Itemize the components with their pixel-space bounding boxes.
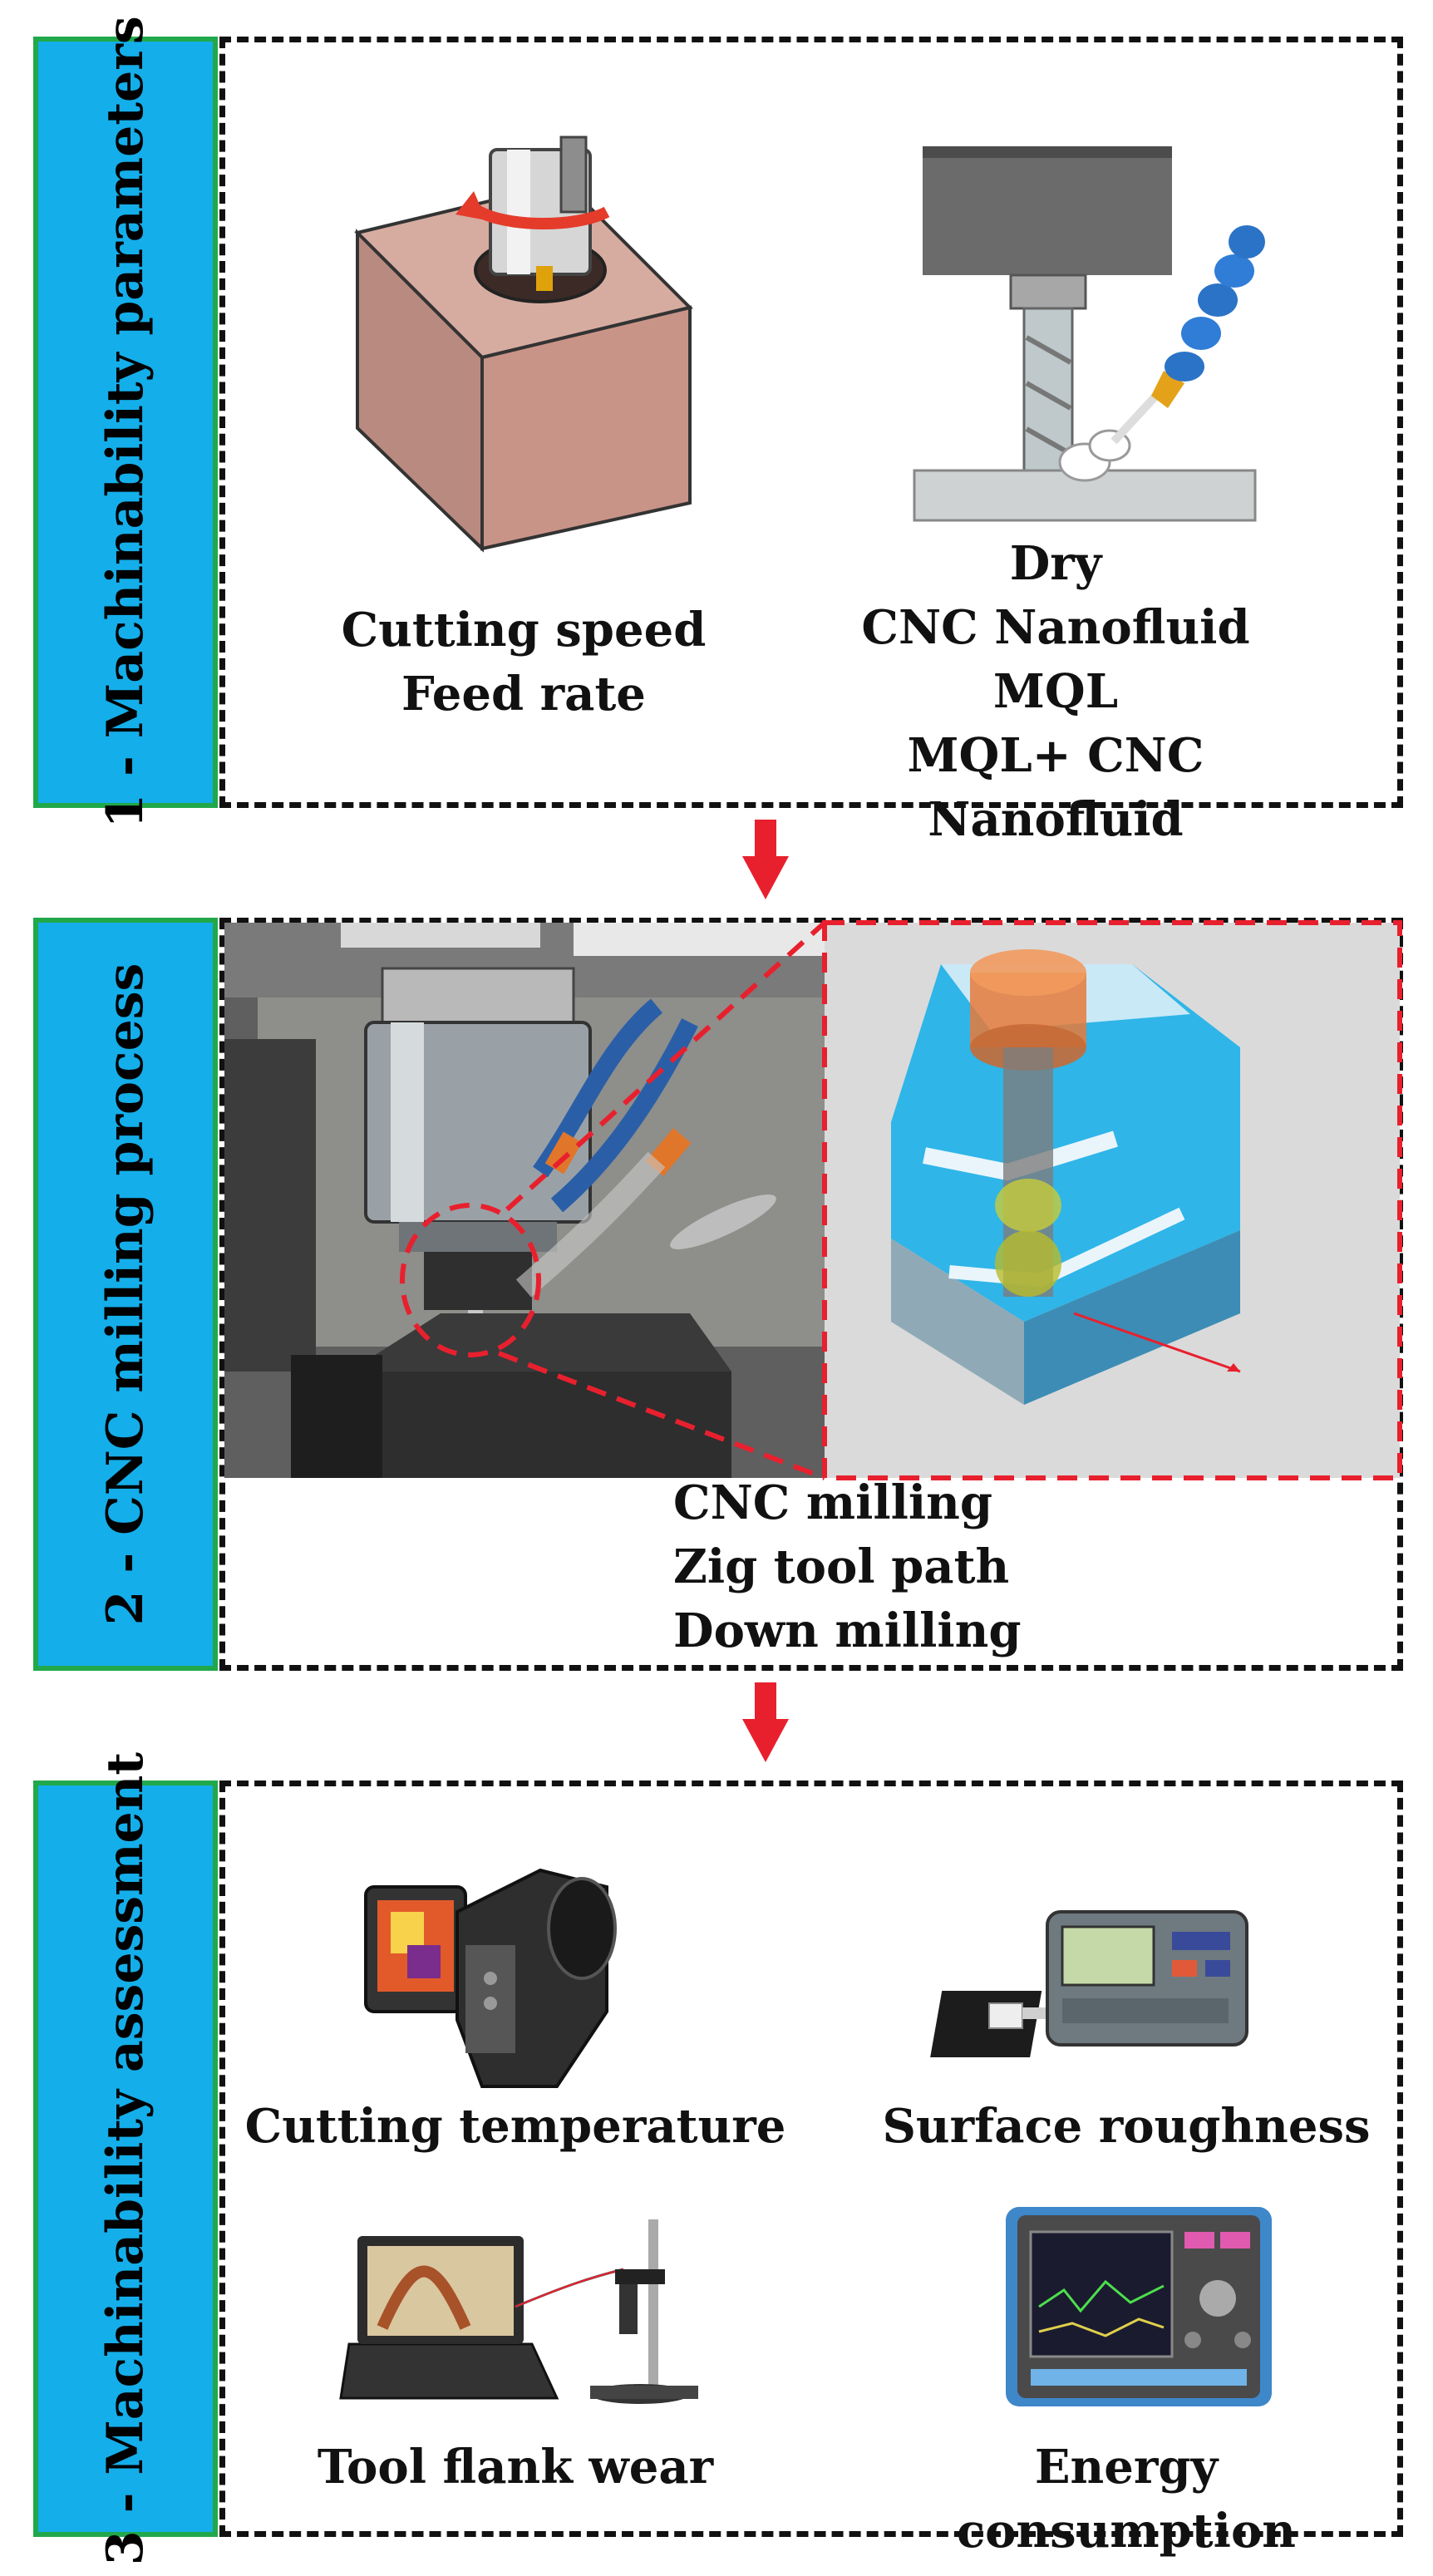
- step-3-item-0: Cutting temperature: [244, 2099, 786, 2154]
- step-1-panel: [219, 37, 1403, 808]
- step-2-label: 2 - CNC milling process: [96, 963, 155, 1626]
- step-2-param-1: Zig tool path: [673, 1539, 1010, 1594]
- step-1-right-param-1: CNC Nanofluid: [861, 600, 1250, 655]
- step-3-item-1: Surface roughness: [882, 2099, 1371, 2154]
- step-1-left-param-1: Feed rate: [401, 667, 646, 722]
- step-3-item-3: Energy consumption: [956, 2440, 1297, 2559]
- step-3-item-2: Tool flank wear: [317, 2440, 714, 2495]
- milling-block-icon: [354, 135, 693, 553]
- step-2-panel: [219, 918, 1403, 1671]
- cad-toolpath-model: [822, 920, 1402, 1480]
- step-1-right-param-0: Dry: [1009, 536, 1102, 591]
- down-arrow-icon: [742, 1682, 789, 1762]
- down-arrow-icon: [742, 820, 789, 899]
- step-1-right-param-2: MQL: [992, 664, 1119, 719]
- roughness-tester-icon: [930, 1910, 1248, 2057]
- step-1-left-param-0: Cutting speed: [341, 603, 707, 658]
- step-2-label-bar: 2 - CNC milling process: [33, 918, 218, 1671]
- cnc-machine-photo: [224, 920, 827, 1480]
- step-1-label: 1 - Machinability parameters: [96, 16, 155, 829]
- power-analyzer-icon: [1006, 2207, 1272, 2406]
- microscope-laptop-icon: [339, 2219, 698, 2404]
- step-2-param-2: Down milling: [673, 1603, 1022, 1658]
- step-3-label: 3 - Machinability assessment: [96, 1751, 155, 2566]
- step-3-label-bar: 3 - Machinability assessment: [33, 1752, 218, 2565]
- thermal-camera-icon: [364, 1868, 617, 2088]
- step-3-panel: [219, 1781, 1403, 2537]
- step-1-label-bar: 1 - Machinability parameters: [33, 16, 218, 829]
- step-1-right-param-3: MQL+ CNC Nanofluid: [907, 728, 1204, 847]
- coolant-nozzle-icon: [913, 146, 1265, 522]
- step-2-param-0: CNC milling: [673, 1475, 993, 1530]
